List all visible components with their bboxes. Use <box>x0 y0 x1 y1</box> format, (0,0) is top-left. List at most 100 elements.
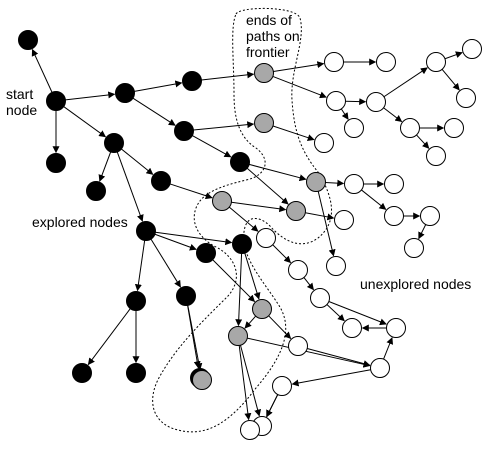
edge-A-D <box>134 80 183 92</box>
edge-M-R7 <box>235 253 243 327</box>
explored-node-M <box>232 234 252 254</box>
edge-U20-U21 <box>272 244 292 264</box>
edge-S-A <box>65 91 116 101</box>
edge-R5-U20 <box>228 206 259 232</box>
unexplored-node-U15 <box>384 206 404 226</box>
edge-J-R6 <box>212 259 256 303</box>
edge-U21-U22 <box>303 277 314 291</box>
edge-I-L <box>150 238 181 288</box>
unexplored-node-U24 <box>386 318 406 338</box>
edge-R3-U19 <box>317 191 336 257</box>
edge-R7-U34 <box>239 345 262 417</box>
edge-R7-U30 <box>238 345 252 421</box>
edge-U8-U10 <box>416 134 430 149</box>
unexplored-node-U21 <box>288 260 308 280</box>
edge-U22-U24 <box>328 301 387 326</box>
unexplored-node-U18 <box>334 210 354 230</box>
unexplored-node-U7 <box>456 88 476 108</box>
unexplored-node-U20 <box>256 228 276 248</box>
explored-node-N <box>72 363 92 383</box>
edge-U4-U5 <box>383 67 428 98</box>
edge-R1-U3 <box>272 75 327 99</box>
edge-L-Q <box>187 305 201 369</box>
edge-R1-U1 <box>273 61 325 73</box>
frontier-node-R1 <box>254 63 274 83</box>
unexplored-node-U30 <box>240 420 260 440</box>
edge-U4-U8 <box>383 107 403 123</box>
edge-R4-U18 <box>305 212 335 221</box>
edge-R6-U25 <box>268 315 292 339</box>
edge-U16-U17 <box>418 224 427 240</box>
explored-node-I <box>136 221 156 241</box>
explored-nodes-label: explored nodes <box>32 214 128 230</box>
unexplored-node-U8 <box>400 118 420 138</box>
unexplored-node-U6 <box>462 39 482 59</box>
unexplored-node-U3 <box>326 91 346 111</box>
unexplored-node-U26 <box>370 358 390 378</box>
edge-R7-U31 <box>247 337 371 368</box>
edge-C-G <box>98 151 112 182</box>
explored-node-O <box>126 363 146 383</box>
start-label-line-2: node <box>6 102 38 118</box>
explored-node-J <box>196 243 216 263</box>
frontier-node-R7 <box>228 326 248 346</box>
edge-M-R6 <box>244 252 261 300</box>
start-node-label: start node <box>6 86 37 118</box>
edge-H-R5 <box>169 183 213 200</box>
edge-F-R4 <box>246 167 289 205</box>
frontier-node-R3 <box>306 172 326 192</box>
explored-node-S <box>46 91 66 111</box>
frontier-node-R5 <box>212 191 232 211</box>
edge-U5-U6 <box>444 51 463 60</box>
edge-R5-R4 <box>231 201 287 213</box>
unexplored-node-U17 <box>404 238 424 258</box>
unexplored-node-U23 <box>342 318 362 338</box>
edge-C-I <box>116 151 144 222</box>
edge-R3-U13 <box>325 179 345 187</box>
explored-node-L <box>176 286 196 306</box>
explored-node-H <box>151 171 171 191</box>
unexplored-nodes-label: unexplored nodes <box>360 276 472 292</box>
explored-node-F <box>230 152 250 172</box>
frontier-boundary <box>152 7 332 433</box>
edge-U25-U26 <box>307 347 371 368</box>
edge-U22-U23 <box>326 304 345 322</box>
frontier-label: ends of paths on frontier <box>246 12 300 60</box>
edge-I-M <box>155 231 233 246</box>
explored-node-C <box>104 133 124 153</box>
unexplored-node-U22 <box>310 288 330 308</box>
edge-U26-U27 <box>291 369 371 387</box>
edge-E-R2 <box>193 121 255 131</box>
edge-F-R3 <box>249 163 307 182</box>
explored-node-B <box>46 153 66 173</box>
edge-U5-U7 <box>441 68 460 91</box>
frontier-node-R8 <box>192 370 212 390</box>
frontier-node-R6 <box>252 299 272 319</box>
frontier-node-R4 <box>286 201 306 221</box>
unexplored-node-U11 <box>344 118 364 138</box>
frontier-label-line-1: ends of <box>246 12 292 28</box>
edge-U3-U4 <box>345 98 367 106</box>
explored-node-G <box>86 181 106 201</box>
frontier-label-line-3: frontier <box>246 44 290 60</box>
unexplored-node-U2 <box>376 52 396 72</box>
edge-A-E <box>132 97 176 126</box>
unexplored-node-U10 <box>426 146 446 166</box>
edge-I-K <box>134 240 146 292</box>
unexplored-node-U1 <box>324 52 344 72</box>
unexplored-node-U14 <box>384 174 404 194</box>
edge-S-C <box>63 106 107 138</box>
unexplored-node-U13 <box>344 174 364 194</box>
edge-C-H <box>121 148 154 175</box>
unexplored-node-U25 <box>288 336 308 356</box>
unexplored-node-U5 <box>426 52 446 72</box>
frontier-label-line-2: paths on <box>246 28 300 44</box>
explored-node-A <box>115 83 135 103</box>
edge-S-P <box>31 48 53 93</box>
edge-I-J <box>154 233 197 251</box>
edge-U31-U32 <box>383 337 394 360</box>
edge-R2-U12 <box>272 125 315 142</box>
unexplored-node-U12 <box>314 133 334 153</box>
